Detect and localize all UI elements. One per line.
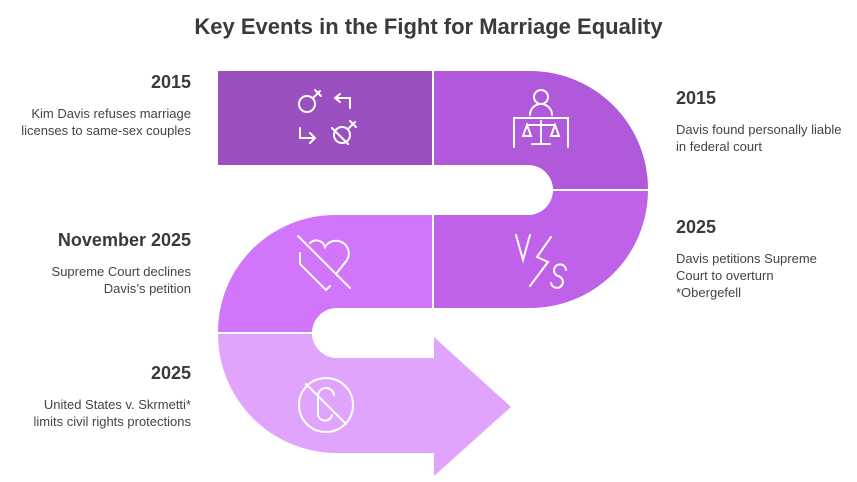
- page-title: Key Events in the Fight for Marriage Equ…: [194, 14, 663, 39]
- segment-1: [218, 71, 432, 165]
- event-year: November 2025: [57, 230, 191, 250]
- event-year: 2025: [676, 217, 717, 237]
- event-text: Kim Davis refuses marriage licenses to s…: [21, 106, 191, 138]
- broken-heart-slash-icon: [297, 235, 351, 292]
- segment-4: [218, 214, 432, 332]
- event-text: Davis found personally liable in federal…: [676, 122, 842, 154]
- versus-icon: [515, 234, 567, 289]
- event-text: Davis petitions Supreme Court to overtur…: [676, 251, 817, 300]
- event-text: United States v. Skrmetti* limits civil …: [33, 397, 192, 429]
- event-text: Supreme Court declines Davis’s petition: [51, 264, 191, 296]
- no-rights-icon: [298, 377, 354, 433]
- segment-3: [434, 191, 648, 308]
- event-year: 2025: [150, 363, 191, 383]
- event-year: 2015: [676, 88, 717, 108]
- event-year: 2015: [150, 72, 191, 92]
- judge-scales-icon: [513, 89, 569, 148]
- segment-5: [218, 334, 511, 476]
- gender-swap-icon: [298, 89, 357, 145]
